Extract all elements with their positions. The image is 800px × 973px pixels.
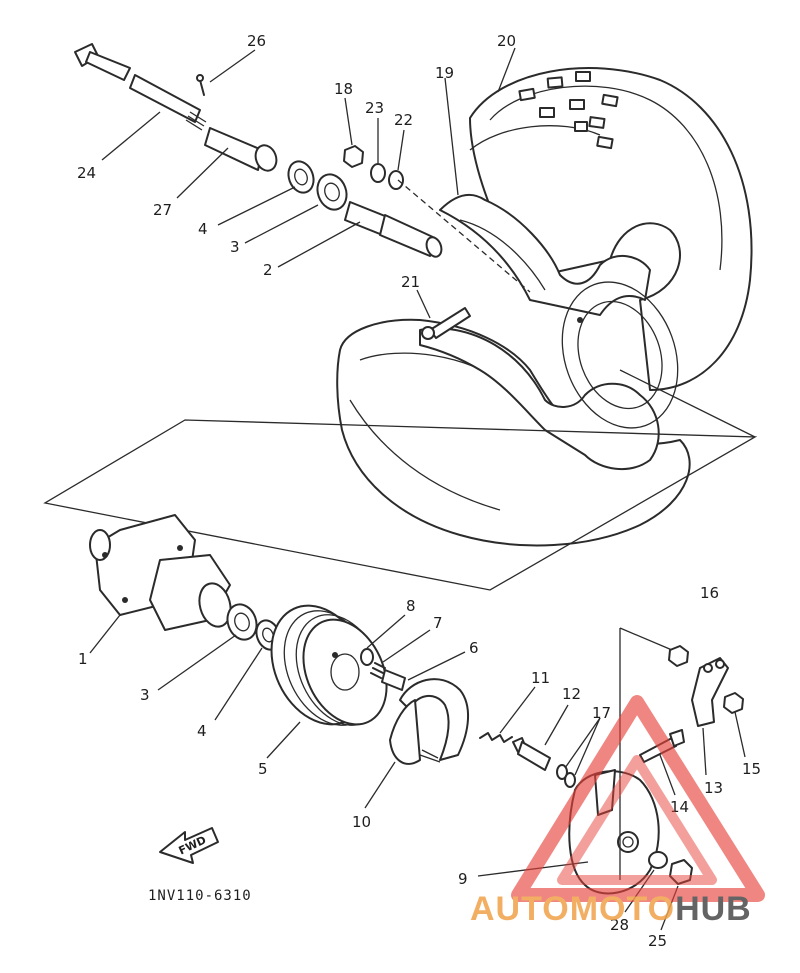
nut-18 <box>343 145 364 168</box>
callout-1: 1 <box>78 650 88 668</box>
callout-4-top: 4 <box>198 220 208 238</box>
callout-24: 24 <box>77 164 96 182</box>
callout-4-bottom: 4 <box>197 722 207 740</box>
callout-21: 21 <box>401 273 420 291</box>
callout-20: 20 <box>497 32 516 50</box>
fwd-direction-arrow: FWD <box>159 827 219 864</box>
assembly-outline <box>43 419 758 591</box>
callout-15: 15 <box>742 760 761 778</box>
callout-27: 27 <box>153 201 172 219</box>
callout-12: 12 <box>562 685 581 703</box>
watermark-part1: AUTOMOTO <box>470 890 675 928</box>
bolt-6 <box>381 669 406 691</box>
callout-numbers: 26 20 18 19 23 22 24 27 4 3 2 21 8 16 7 … <box>77 32 761 950</box>
callout-16: 16 <box>700 584 719 602</box>
callout-25: 25 <box>648 932 667 950</box>
callout-22: 22 <box>394 111 413 129</box>
automotohub-watermark: AUTOMOTOHUB <box>470 695 765 928</box>
callout-11: 11 <box>531 669 550 687</box>
washer-23 <box>370 163 386 183</box>
bearing-4-top <box>287 160 315 194</box>
spring-11 <box>479 732 513 743</box>
brake-shoe-10 <box>389 678 470 765</box>
watermark-part2: HUB <box>675 890 752 928</box>
washer-28 <box>648 851 668 869</box>
watermark-text: AUTOMOTOHUB <box>470 890 752 928</box>
callout-3-bottom: 3 <box>140 686 150 704</box>
callout-5: 5 <box>258 760 268 778</box>
callout-6: 6 <box>469 639 479 657</box>
brake-drum-5 <box>270 604 388 726</box>
o-rings-17 <box>556 764 576 788</box>
callout-2: 2 <box>263 261 273 279</box>
lock-washer-8 <box>360 648 374 666</box>
nut-15 <box>723 692 744 714</box>
drawing-code: 1NV110-6310 <box>148 888 252 904</box>
tread-blocks <box>518 71 619 150</box>
camshaft-12 <box>512 737 551 771</box>
callout-26: 26 <box>247 32 266 50</box>
axle-bolt-24 <box>74 43 207 131</box>
washer-22 <box>388 170 404 190</box>
callout-8: 8 <box>406 597 416 615</box>
callout-9: 9 <box>458 870 468 888</box>
callout-19: 19 <box>435 64 454 82</box>
callout-23: 23 <box>365 99 384 117</box>
spring-washer-7 <box>370 662 386 679</box>
callout-28: 28 <box>610 916 629 934</box>
callout-7: 7 <box>433 614 443 632</box>
tire-assembly <box>336 67 753 547</box>
cam-lever-13 <box>691 657 729 727</box>
warning-triangle-logo <box>511 695 765 902</box>
brake-shoe-plate-9 <box>568 769 660 895</box>
nut-16 <box>668 645 689 667</box>
bearing-3-bottom <box>226 603 258 641</box>
callout-18: 18 <box>334 80 353 98</box>
spacer-2 <box>344 201 443 258</box>
hub-1 <box>89 514 232 631</box>
collar-27 <box>204 127 278 172</box>
callout-3-top: 3 <box>230 238 240 256</box>
callout-13: 13 <box>704 779 723 797</box>
split-pin-26 <box>196 74 205 96</box>
callout-10: 10 <box>352 813 371 831</box>
bearing-3-top <box>316 173 348 211</box>
callout-17: 17 <box>592 704 611 722</box>
